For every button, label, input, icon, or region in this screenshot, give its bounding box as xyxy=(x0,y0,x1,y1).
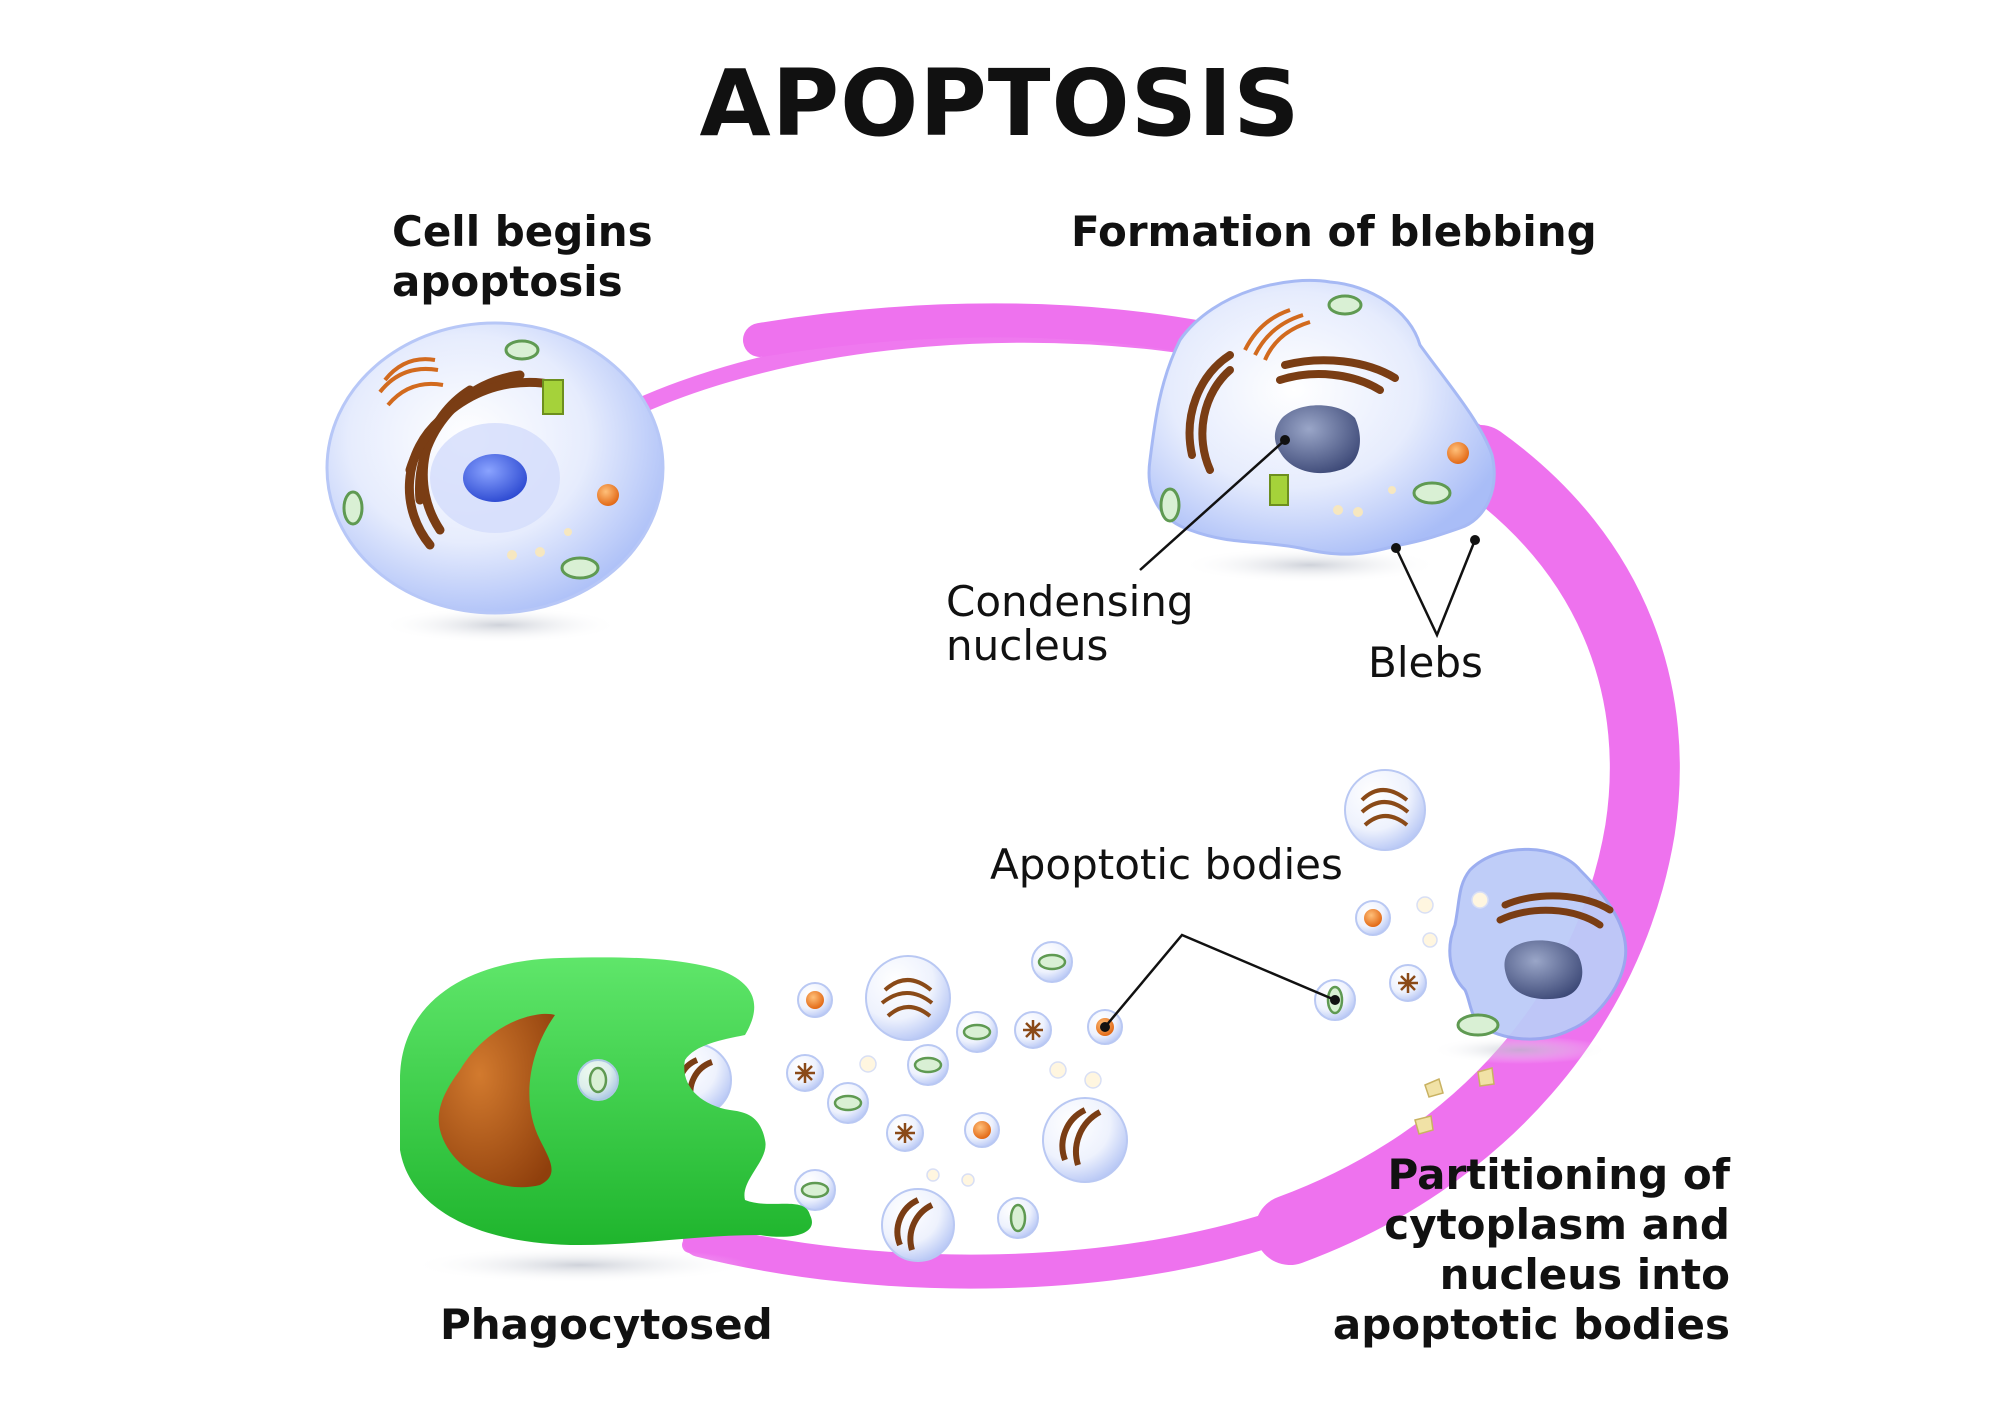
phagocyte xyxy=(400,957,812,1245)
apoptotic-bodies xyxy=(658,769,1495,1262)
endoplasmic-reticulum xyxy=(1185,351,1399,474)
cell-shadow xyxy=(1180,547,1440,583)
fragmenting-cell xyxy=(1448,847,1628,1041)
apoptotic-body xyxy=(881,1188,955,1262)
stage-label-phagocytosed: Phagocytosed xyxy=(440,1300,773,1349)
endoplasmic-reticulum xyxy=(1496,892,1614,929)
vesicle xyxy=(1388,486,1396,494)
apoptotic-body xyxy=(1344,769,1426,851)
blebbing-cell xyxy=(1147,278,1496,556)
centriole xyxy=(1269,474,1289,506)
mitochondrion xyxy=(1412,481,1452,505)
vesicle xyxy=(507,550,517,560)
endoplasmic-reticulum xyxy=(404,370,560,550)
condensing-nucleus xyxy=(1504,940,1583,1000)
leader-lines xyxy=(1100,435,1480,1032)
golgi-apparatus xyxy=(1243,308,1311,361)
diagram-title: APOPTOSIS xyxy=(699,50,1301,157)
cell-shadow xyxy=(410,1247,750,1283)
vesicle xyxy=(535,547,545,557)
phagocyte-nucleus xyxy=(438,1013,555,1188)
cell-shadow xyxy=(380,607,620,643)
vesicle xyxy=(564,528,572,536)
leader-apoptotic-bodies xyxy=(1104,933,1336,1028)
mitochondrion xyxy=(1159,487,1181,523)
apoptotic-body xyxy=(1042,1097,1128,1183)
leader-condensing-nucleus xyxy=(1139,439,1286,571)
mitochondrion xyxy=(342,339,600,580)
mitochondrion xyxy=(1456,1013,1500,1037)
condensing-nucleus xyxy=(1274,405,1360,474)
stage-label-blebbing: Formation of blebbing xyxy=(1071,207,1597,256)
stage-label-partitioning: Partitioning of cytoplasm and nucleus in… xyxy=(1332,1150,1730,1349)
vesicle xyxy=(1333,505,1343,515)
nucleus xyxy=(463,454,527,502)
vesicle xyxy=(1353,507,1363,517)
callout-apoptotic-bodies: Apoptotic bodies xyxy=(990,840,1343,889)
cell-shadow xyxy=(1430,1036,1610,1064)
callout-condensing-nucleus: Condensing nucleus xyxy=(946,577,1194,670)
centriole xyxy=(542,379,564,415)
vesicle xyxy=(859,891,1489,1187)
mitochondrion xyxy=(1327,294,1363,316)
callout-blebs: Blebs xyxy=(1368,638,1483,687)
lysosome xyxy=(597,484,619,506)
apoptotic-body xyxy=(865,955,951,1041)
lysosome xyxy=(1447,442,1469,464)
healthy-cell xyxy=(325,321,665,615)
stage-label-cell-begins: Cell begins apoptosis xyxy=(392,207,653,306)
centrosome-body xyxy=(786,964,1427,1152)
fragment xyxy=(1414,1067,1495,1135)
leader-blebs xyxy=(1394,539,1477,639)
golgi-apparatus xyxy=(378,357,444,407)
